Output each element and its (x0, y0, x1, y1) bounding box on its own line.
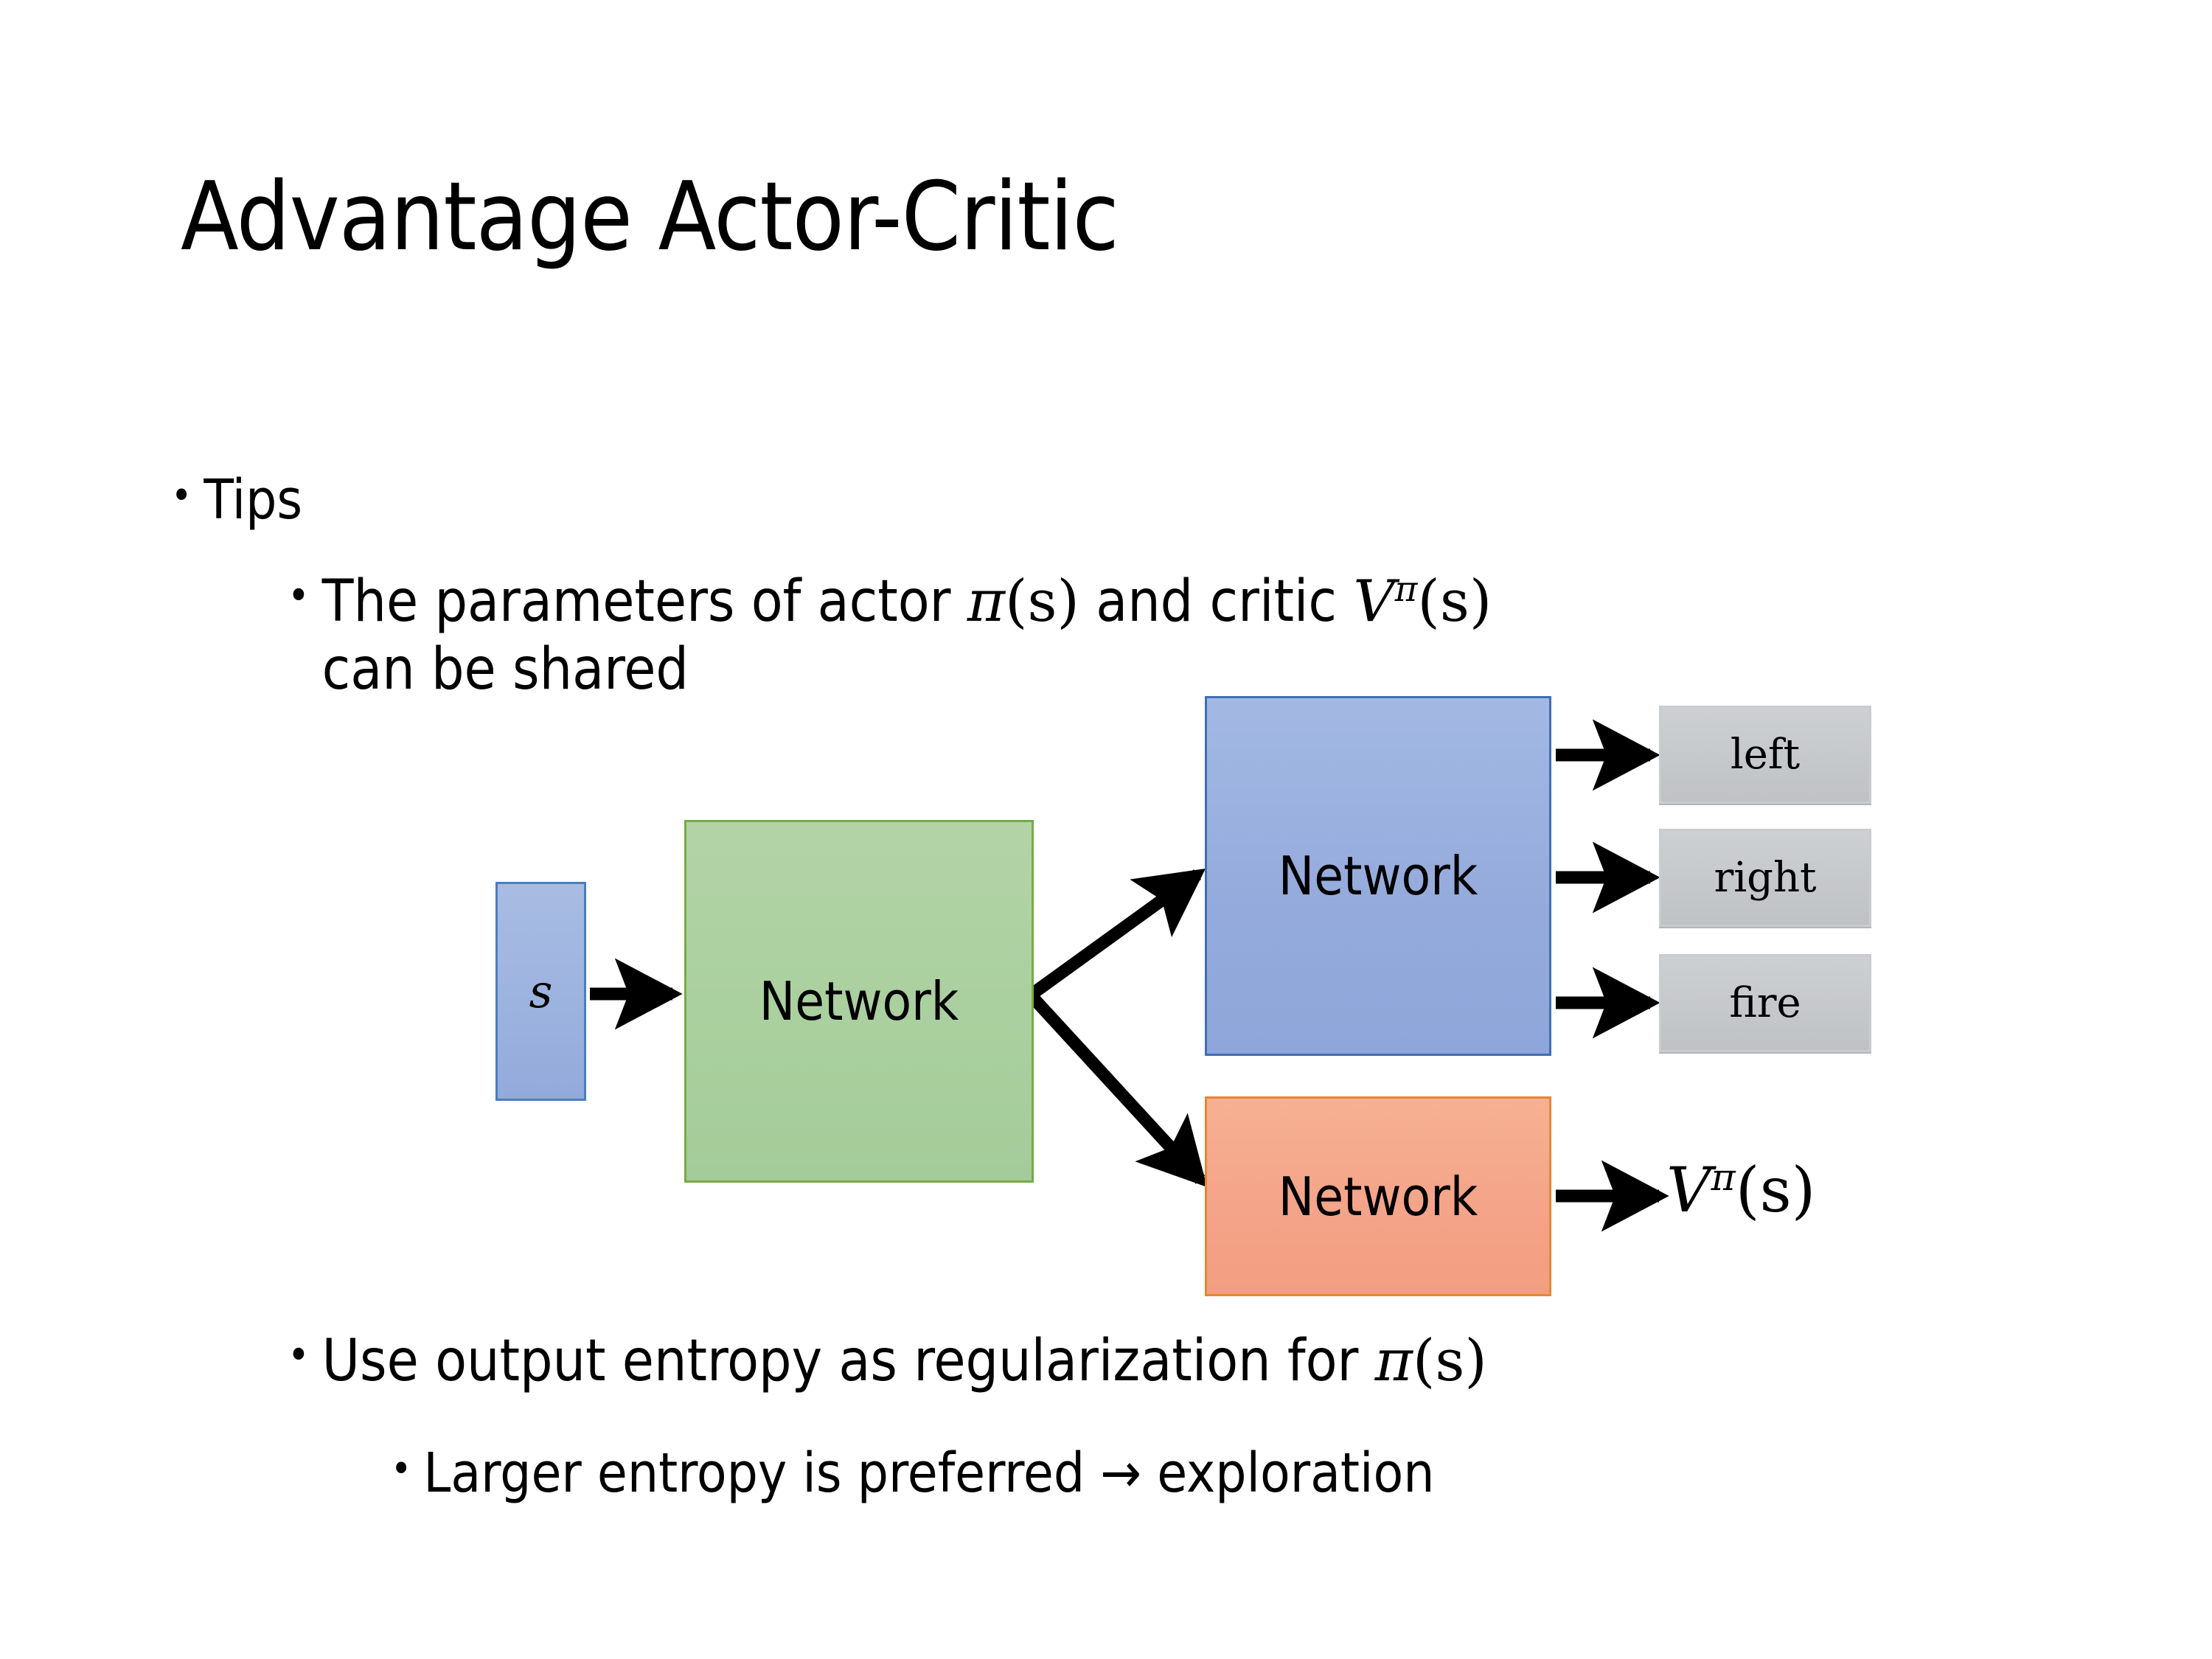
critic-v-symbol: V (1353, 568, 1395, 635)
critic-network-box: Network (1205, 1096, 1551, 1296)
actor-network-label: Network (1278, 845, 1478, 907)
bullet-marker-icon: • (288, 572, 310, 621)
bullet-shared-parameters: • The parameters of actor π(s) and criti… (288, 568, 2020, 703)
value-pi-superscript: π (1711, 1155, 1736, 1199)
action-label-fire: fire (1729, 979, 1801, 1027)
shared-prefix: The parameters of actor (321, 568, 967, 635)
action-box-right: right (1659, 829, 1871, 927)
shared-line2: can be shared (321, 636, 689, 703)
page-title: Advantage Actor-Critic (181, 162, 1119, 272)
action-box-fire: fire (1659, 954, 1871, 1052)
bullet-tips-label: Tips (204, 468, 303, 532)
bullet-output-entropy: • Use output entropy as regularization f… (288, 1327, 2057, 1395)
bullet-larger-label: Larger entropy is preferred → exploratio… (423, 1441, 1435, 1505)
policy-pi-symbol: π (1374, 1328, 1413, 1394)
actor-pi-symbol: π (967, 568, 1006, 635)
value-function-output: Vπ(s) (1666, 1154, 1815, 1226)
value-v-symbol: V (1666, 1154, 1711, 1226)
shared-network-box: Network (684, 820, 1034, 1183)
shared-mid: and critic (1079, 568, 1354, 635)
action-label-left: left (1730, 731, 1801, 779)
bullet-marker-icon: • (171, 472, 192, 518)
bullet-shared-text: The parameters of actor π(s) and critic … (322, 568, 1492, 703)
state-label: s (529, 964, 553, 1018)
policy-argument: (s) (1412, 1328, 1487, 1394)
shared-network-label: Network (759, 970, 959, 1032)
critic-network-label: Network (1278, 1165, 1478, 1228)
critic-argument: (s) (1417, 568, 1492, 635)
critic-pi-superscript: π (1394, 570, 1418, 610)
actor-network-box: Network (1205, 696, 1551, 1056)
arrow-shared-to-actor (1029, 869, 1206, 999)
value-argument: (s) (1735, 1154, 1816, 1226)
bullet-entropy-text: Use output entropy as regularization for… (322, 1327, 1487, 1395)
bullet-marker-icon: • (391, 1445, 412, 1492)
action-label-right: right (1714, 854, 1817, 902)
state-input-box: s (495, 882, 586, 1101)
bullet-larger-entropy: • Larger entropy is preferred → explorat… (391, 1441, 2087, 1506)
bullet-marker-icon: • (288, 1332, 310, 1380)
action-box-left: left (1659, 706, 1871, 804)
bullet-tips: • Tips (171, 468, 302, 532)
entropy-prefix: Use output entropy as regularization for (321, 1328, 1375, 1394)
actor-argument: (s) (1005, 568, 1079, 635)
arrow-shared-to-critic (1027, 992, 1208, 1188)
